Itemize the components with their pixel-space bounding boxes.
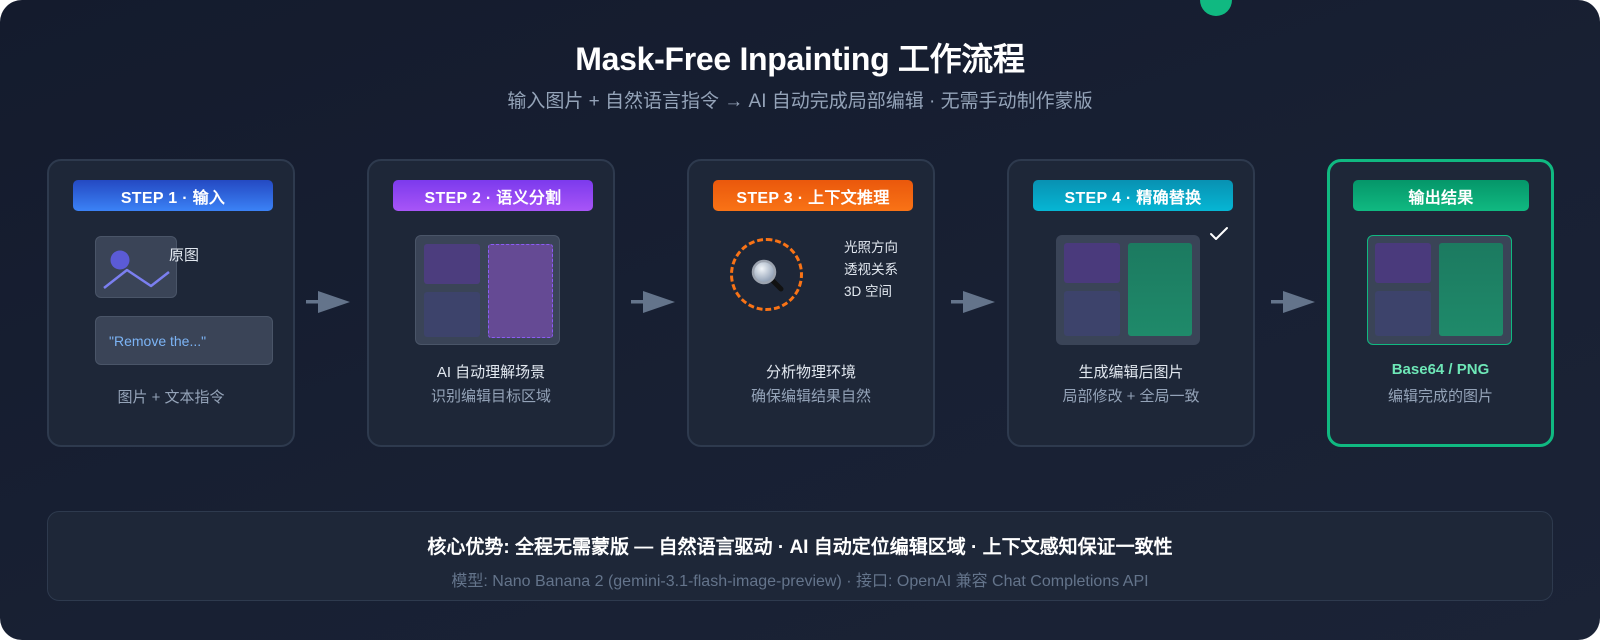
context-factor: 透视关系 <box>844 262 898 277</box>
output-badge: 输出结果 <box>1353 180 1529 211</box>
prompt-text-box: "Remove the..." <box>95 316 273 365</box>
step-caption: 识别编辑目标区域 <box>430 388 551 405</box>
arrow-right-icon <box>631 291 675 313</box>
summary-headline: 核心优势: 全程无需蒙版 — 自然语言驱动 · AI 自动定位编辑区域 · 上下… <box>427 537 1173 558</box>
image-icon <box>95 236 177 298</box>
step-caption: 编辑完成的图片 <box>1387 388 1493 405</box>
original-image-label: 原图 <box>169 247 200 264</box>
page-title: Mask-Free Inpainting 工作流程 <box>575 41 1025 77</box>
status-dot <box>1200 0 1232 16</box>
step-card-segmentation: STEP 2 · 语义分割 AI 自动理解场景 识别编辑目标区域 <box>367 159 615 447</box>
step-badge: STEP 1 · 输入 <box>73 180 273 211</box>
segmented-image-icon <box>415 235 560 345</box>
page-subtitle: 输入图片 + 自然语言指令 → AI 自动完成局部编辑 · 无需手动制作蒙版 <box>507 91 1093 112</box>
step-card-context-reasoning: STEP 3 · 上下文推理 光照方向 透视关系 3D 空间 分析物理环境 确保… <box>687 159 935 447</box>
arrow-right-icon <box>1271 291 1315 313</box>
step-card-input: STEP 1 · 输入 原图 "Remove the..." 图片 + 文本指令 <box>47 159 295 447</box>
check-icon <box>1210 227 1228 240</box>
step-card-replacement: STEP 4 · 精确替换 生成编辑后图片 局部修改 + 全局一致 <box>1007 159 1255 447</box>
step-title: 生成编辑后图片 <box>1078 364 1184 381</box>
output-image-icon <box>1367 235 1512 345</box>
arrow-right-icon <box>306 291 350 313</box>
step-title: AI 自动理解场景 <box>436 364 546 381</box>
output-card: 输出结果 Base64 / PNG 编辑完成的图片 <box>1327 159 1554 447</box>
step-caption: 局部修改 + 全局一致 <box>1062 388 1200 405</box>
context-factor: 光照方向 <box>844 240 898 255</box>
step-badge: STEP 3 · 上下文推理 <box>713 180 913 211</box>
context-factor: 3D 空间 <box>844 284 893 299</box>
step-caption: 图片 + 文本指令 <box>117 389 225 406</box>
step-badge: STEP 2 · 语义分割 <box>393 180 593 211</box>
step-caption: 确保编辑结果自然 <box>750 388 871 405</box>
magnifier-icon <box>751 259 784 292</box>
summary-panel: 核心优势: 全程无需蒙版 — 自然语言驱动 · AI 自动定位编辑区域 · 上下… <box>47 511 1553 601</box>
context-factor-list: 光照方向 透视关系 3D 空间 <box>844 237 898 303</box>
edited-image-icon <box>1056 235 1200 345</box>
step-title: 分析物理环境 <box>765 364 856 381</box>
arrow-right-icon <box>951 291 995 313</box>
model-info: 模型: Nano Banana 2 (gemini-3.1-flash-imag… <box>451 573 1149 590</box>
focus-ring <box>730 238 803 311</box>
step-badge: STEP 4 · 精确替换 <box>1033 180 1233 211</box>
output-format: Base64 / PNG <box>1391 361 1490 378</box>
